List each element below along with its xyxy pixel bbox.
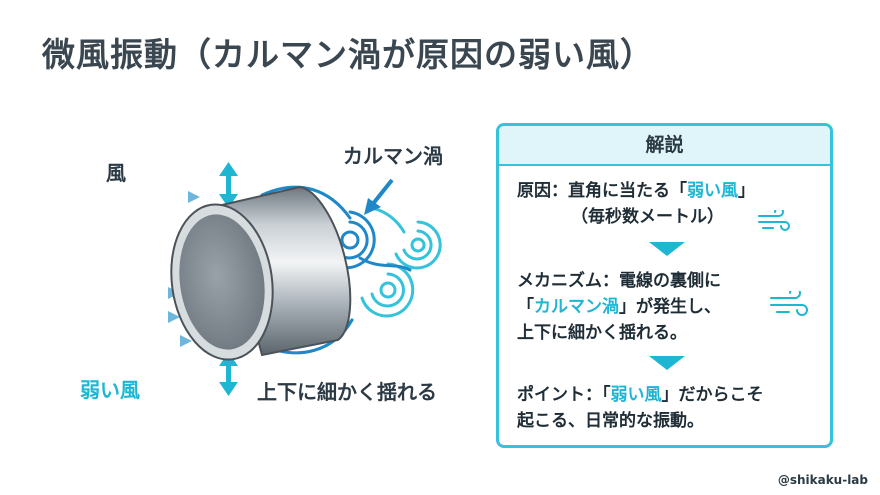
wind-label: 風 xyxy=(106,161,126,185)
mechanism-section: メカニズム：電線の裏側に 「カルマン渦」が発生し、 上下に細かく揺れる。 xyxy=(517,268,721,346)
wind-arrow xyxy=(28,311,180,323)
wind-arrow xyxy=(28,215,205,227)
cause-highlight: 弱い風 xyxy=(687,181,738,201)
cause-prefix: 原因：直角に当たる「 xyxy=(517,181,687,201)
cause-section: 原因：直角に当たる「弱い風」 （毎秒数メートル） xyxy=(517,178,755,230)
point-section: ポイント：「弱い風」だからこそ 起こる、日常的な振動。 xyxy=(517,382,764,434)
mechanism-line3: 上下に細かく揺れる。 xyxy=(517,323,687,343)
explanation-panel: 解説 原因：直角に当たる「弱い風」 （毎秒数メートル） メカニズム：電線の裏側に… xyxy=(496,123,833,448)
point-prefix: ポイント：「 xyxy=(517,385,611,405)
page-title: 微風振動（カルマン渦が原因の弱い風） xyxy=(42,35,654,74)
wind-arrow xyxy=(28,287,180,299)
weak-wind-label: 弱い風 xyxy=(80,378,140,402)
mechanism-prefix: 「 xyxy=(517,297,534,317)
cable-cylinder xyxy=(170,185,352,361)
flow-arrow-down-icon xyxy=(649,242,685,256)
wind-icon xyxy=(770,291,808,316)
wind-arrow xyxy=(28,335,192,347)
mechanism-highlight: カルマン渦 xyxy=(534,297,619,317)
karman-vortex-label: カルマン渦 xyxy=(343,144,443,168)
wind-arrow xyxy=(28,263,192,275)
mechanism-suffix: 」が発生し、 xyxy=(619,297,721,317)
flow-arrow-down-icon xyxy=(649,356,685,370)
point-highlight: 弱い風 xyxy=(610,385,662,405)
vortex-right-light xyxy=(394,220,442,270)
wind-arrow xyxy=(28,191,200,203)
wind-icon xyxy=(758,210,790,231)
cause-suffix: 」 xyxy=(738,181,755,201)
vortex-mid-light xyxy=(360,262,415,318)
mechanism-line1: メカニズム：電線の裏側に xyxy=(517,271,721,291)
panel-header: 解説 xyxy=(499,126,830,166)
point-suffix: 」だからこそ xyxy=(661,385,764,405)
cause-detail: （毎秒数メートル） xyxy=(571,207,724,227)
vibration-arrow-top-icon xyxy=(219,162,238,208)
vortex-pointer-arrow-icon xyxy=(364,178,394,215)
vibration-label: 上下に細かく揺れる xyxy=(257,380,437,404)
credit-watermark: @shikaku-lab xyxy=(777,473,868,487)
point-line2: 起こる、日常的な振動。 xyxy=(517,411,704,431)
